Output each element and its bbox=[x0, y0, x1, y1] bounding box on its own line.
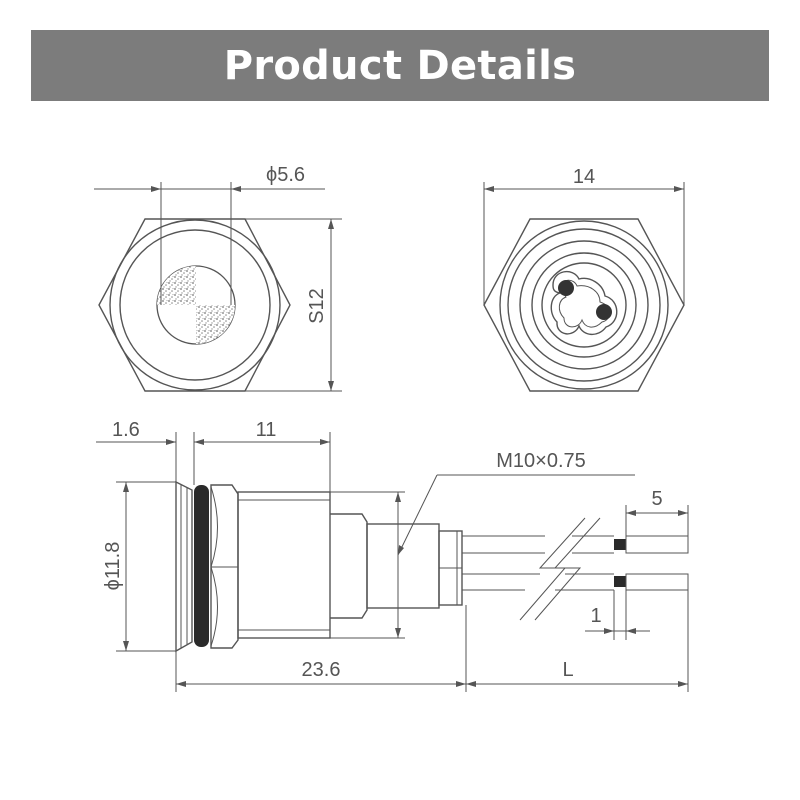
back-view: 14 bbox=[483, 166, 685, 392]
side-wires bbox=[462, 517, 689, 621]
flange-thickness-label: 1.6 bbox=[112, 419, 140, 441]
lead-gap-label: 1 bbox=[590, 605, 601, 627]
back-ring-5 bbox=[541, 262, 627, 348]
side-body bbox=[366, 523, 440, 609]
back-ring-4 bbox=[531, 252, 637, 358]
back-terminal-clover bbox=[550, 270, 618, 336]
total-length-label: 23.6 bbox=[302, 659, 341, 681]
thread-lines bbox=[238, 499, 330, 631]
lead-strip-label: 5 bbox=[651, 488, 662, 510]
page-title: Product Details bbox=[223, 42, 577, 89]
front-outer-ring bbox=[109, 219, 281, 391]
front-inner-ring bbox=[119, 229, 271, 381]
body-length-label: 11 bbox=[256, 419, 277, 441]
header-banner: Product Details bbox=[31, 30, 769, 101]
back-ring-2 bbox=[507, 228, 661, 382]
front-lens bbox=[156, 265, 236, 345]
front-view: ϕ5.6 S12 bbox=[94, 164, 342, 392]
terminal-dot-2 bbox=[596, 304, 612, 320]
thread-spec-label: M10×0.75 bbox=[496, 450, 586, 472]
side-view: 1.6 11 M10×0.75 5 ϕ11.8 1 bbox=[96, 419, 689, 692]
back-ring-3 bbox=[519, 240, 649, 370]
back-hex-nut bbox=[483, 218, 685, 392]
terminal-dot-1 bbox=[558, 280, 574, 296]
back-width-label: 14 bbox=[573, 166, 595, 188]
lens-diameter-label: ϕ5.6 bbox=[266, 164, 305, 186]
back-ring-1 bbox=[499, 220, 669, 390]
front-hex-nut bbox=[98, 218, 291, 392]
side-step bbox=[330, 513, 368, 619]
head-diameter-label: ϕ11.8 bbox=[102, 542, 124, 591]
side-o-ring bbox=[194, 485, 209, 647]
side-head bbox=[175, 480, 193, 653]
lead-length-label: L bbox=[562, 659, 573, 681]
side-thread bbox=[237, 491, 331, 639]
side-nut bbox=[210, 484, 239, 649]
hex-size-label: S12 bbox=[306, 288, 328, 324]
